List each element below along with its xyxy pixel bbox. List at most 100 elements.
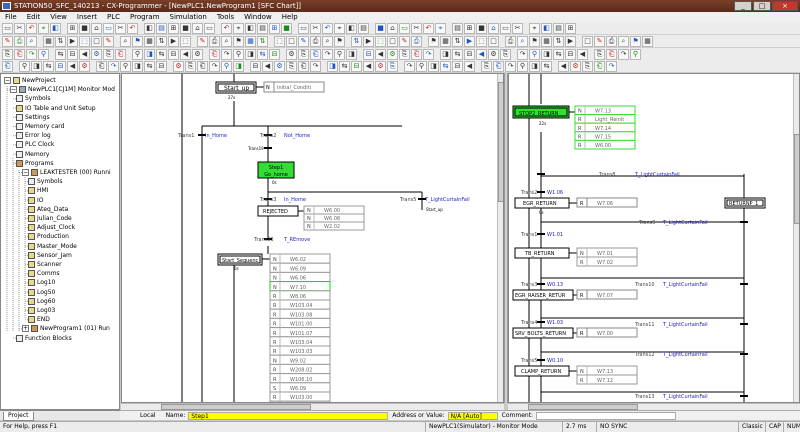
- expander-icon[interactable]: −: [22, 169, 29, 176]
- tb2-button-0[interactable]: ✎: [2, 35, 13, 47]
- tb2-button-12[interactable]: ⚑: [132, 35, 143, 47]
- tb4-button-38[interactable]: ⚲: [416, 60, 427, 72]
- tb2-button-22[interactable]: ▦: [245, 35, 256, 47]
- tb2-button-41[interactable]: ⇅: [452, 35, 463, 47]
- tb2-button-27[interactable]: ✎: [298, 35, 309, 47]
- tb4-button-42[interactable]: ◀: [464, 60, 475, 72]
- tb4-button-7[interactable]: ⚙: [79, 60, 90, 72]
- tb3-button-16[interactable]: ◀: [180, 48, 191, 60]
- step-start-sequence[interactable]: Start_Sequenc: [222, 258, 259, 264]
- tree-item-newplc1-cj1m-monitor-mod[interactable]: −NewPLC1[CJ1M] Monitor Mod: [10, 85, 115, 94]
- action-row[interactable]: [574, 139, 636, 150]
- tb3-button-12[interactable]: ⚲: [132, 48, 143, 60]
- tb1-button-24[interactable]: ⊞: [269, 22, 280, 34]
- tb1-button-45[interactable]: ▭: [500, 22, 511, 34]
- tb2-button-58[interactable]: ▦: [642, 35, 653, 47]
- tb4-button-55[interactable]: ↷: [606, 60, 617, 72]
- expander-icon[interactable]: +: [22, 325, 29, 333]
- expander-icon[interactable]: −: [10, 86, 17, 94]
- tree-item-memory[interactable]: Memory: [16, 150, 49, 159]
- tb4-button-3[interactable]: ◨: [31, 60, 42, 72]
- tb3-button-54[interactable]: ⎘: [594, 48, 605, 60]
- tb2-button-29[interactable]: ⌕: [322, 35, 333, 47]
- trans5-label[interactable]: Trans5: [399, 197, 416, 203]
- maximize-button[interactable]: □: [753, 1, 771, 11]
- tb4-button-48[interactable]: ◨: [529, 60, 540, 72]
- tb4-button-13[interactable]: ⇆: [144, 60, 155, 72]
- tb1-button-6[interactable]: ⊞: [67, 22, 78, 34]
- tb3-button-38[interactable]: ↷: [423, 48, 434, 60]
- menu-window[interactable]: Window: [244, 13, 272, 21]
- tb2-button-21[interactable]: ⚑: [233, 35, 244, 47]
- tb3-button-14[interactable]: ⇆: [156, 48, 167, 60]
- tree-item-log10[interactable]: Log10: [28, 278, 55, 287]
- tb4-button-34[interactable]: ⚙: [375, 60, 386, 72]
- tb1-button-48[interactable]: ⌖: [529, 22, 540, 34]
- tb1-button-38[interactable]: ↶: [423, 22, 434, 34]
- tree-item-production[interactable]: Production: [28, 232, 69, 241]
- tb3-button-43[interactable]: ◀: [476, 48, 487, 60]
- sfc-chart-pane-left[interactable]: Start_up 27s N Initial_Conditi Trans1 In…: [121, 73, 504, 403]
- tb1-button-23[interactable]: ▤: [257, 22, 268, 34]
- tb3-button-45[interactable]: ⎘: [500, 48, 511, 60]
- tree-item-julian-code[interactable]: Julian_Code: [28, 214, 72, 223]
- trans10-label[interactable]: Trans10: [634, 282, 655, 288]
- tb3-button-3[interactable]: ⚲: [38, 48, 49, 60]
- expander-icon[interactable]: −: [4, 77, 11, 84]
- tb1-button-0[interactable]: ▭: [2, 22, 13, 34]
- tb4-button-5[interactable]: ⊟: [55, 60, 66, 72]
- tb3-button-0[interactable]: ⎘: [2, 48, 13, 60]
- tb2-button-53[interactable]: □: [582, 35, 593, 47]
- menu-insert[interactable]: Insert: [76, 13, 97, 21]
- tb2-button-9[interactable]: ✎: [103, 35, 114, 47]
- tb3-button-20[interactable]: ↷: [221, 48, 232, 60]
- tb4-button-47[interactable]: ⚲: [517, 60, 528, 72]
- tb2-button-33[interactable]: ▶: [363, 35, 374, 47]
- tb4-button-45[interactable]: ⎗: [493, 60, 504, 72]
- tb1-button-10[interactable]: ✂: [115, 22, 126, 34]
- tb1-button-15[interactable]: ⊞: [168, 22, 179, 34]
- tb3-button-44[interactable]: ⚙: [488, 48, 499, 60]
- tree-item-io[interactable]: IO: [28, 196, 44, 205]
- action-row[interactable]: [303, 221, 365, 231]
- menu-edit[interactable]: Edit: [26, 13, 41, 21]
- step1-name[interactable]: Step1: [269, 165, 284, 171]
- trans2-right-label[interactable]: Trans2: [520, 190, 537, 196]
- tb2-button-5[interactable]: ⇅: [55, 35, 66, 47]
- tb4-button-16[interactable]: ⚙: [173, 60, 184, 72]
- tb4-button-37[interactable]: ↷: [404, 60, 415, 72]
- tb4-button-28[interactable]: ↷: [310, 60, 321, 72]
- tb3-button-27[interactable]: ⎘: [298, 48, 309, 60]
- tb4-button-49[interactable]: ⇆: [541, 60, 552, 72]
- name-field[interactable]: Step1: [188, 411, 389, 420]
- tb2-button-47[interactable]: ⌕: [517, 35, 528, 47]
- title-bar[interactable]: STATION50_SFC_140213 - CX-Programmer - […: [0, 0, 800, 12]
- tb3-button-22[interactable]: ◨: [245, 48, 256, 60]
- tree-item-symbols[interactable]: Symbols: [16, 94, 50, 103]
- tb1-button-43[interactable]: ■: [476, 22, 487, 34]
- tb3-button-51[interactable]: ⊟: [565, 48, 576, 60]
- tb3-button-41[interactable]: ⇆: [452, 48, 463, 60]
- tree-item-comms[interactable]: Comms: [28, 269, 60, 278]
- tb1-button-8[interactable]: ⌂: [91, 22, 102, 34]
- step-srv-bolts-return[interactable]: SRV_BOLTS_RETURN: [515, 331, 566, 337]
- tree-item-symbols[interactable]: Symbols: [28, 177, 62, 186]
- close-button[interactable]: ×: [772, 1, 798, 11]
- trans1-right-label[interactable]: Trans1: [520, 232, 537, 238]
- tree-item-log03[interactable]: Log03: [28, 306, 55, 315]
- tb3-button-42[interactable]: ⊟: [464, 48, 475, 60]
- trans23-label[interactable]: Trans23: [253, 237, 274, 243]
- tb1-button-28[interactable]: ✂: [310, 22, 321, 34]
- tree-item-end[interactable]: END: [28, 315, 50, 324]
- tb2-button-19[interactable]: ⎙: [209, 35, 220, 47]
- tb4-button-2[interactable]: ⚲: [19, 60, 30, 72]
- tb3-button-7[interactable]: ◀: [79, 48, 90, 60]
- tb1-button-35[interactable]: ⌂: [387, 22, 398, 34]
- tree-item-function-blocks[interactable]: Function Blocks: [16, 334, 72, 343]
- tree-item-newproject[interactable]: −NewProject: [4, 76, 56, 85]
- tb4-button-54[interactable]: ⎗: [594, 60, 605, 72]
- tree-item-plc-clock[interactable]: PLC Clock: [16, 140, 54, 149]
- tb2-button-30[interactable]: ⚑: [334, 35, 345, 47]
- tb1-button-16[interactable]: ■: [180, 22, 191, 34]
- tb2-button-25[interactable]: ⬚: [274, 35, 285, 47]
